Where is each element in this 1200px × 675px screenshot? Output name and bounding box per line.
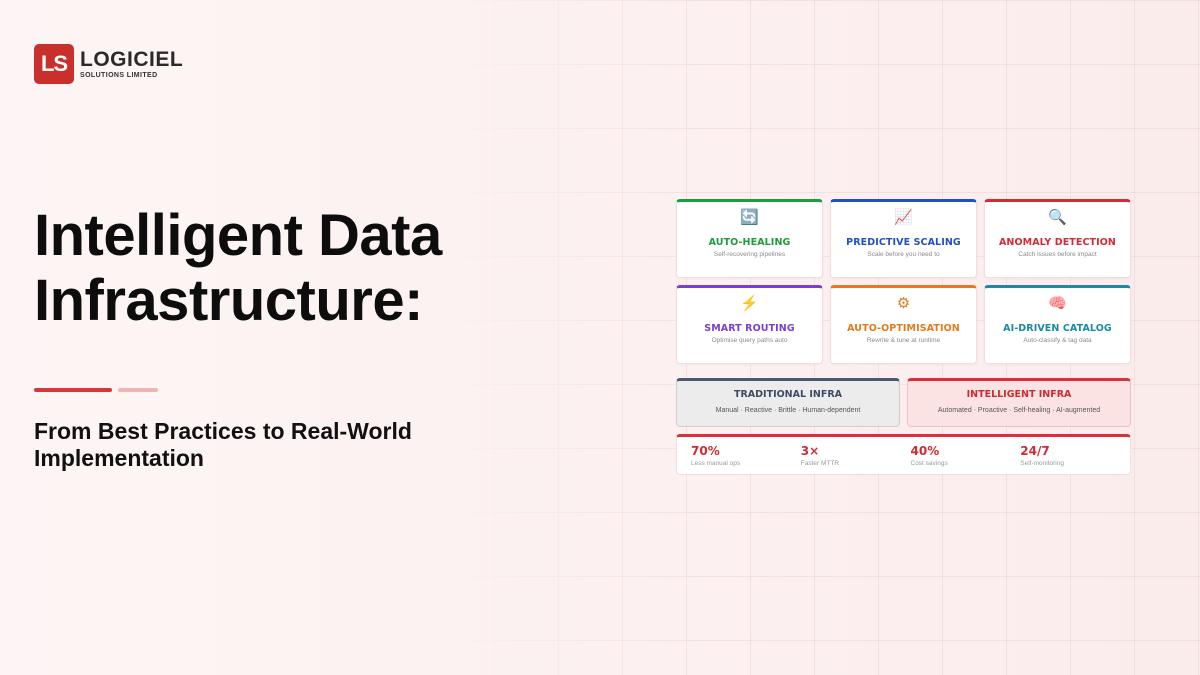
feature-desc: Scale before you need to xyxy=(867,251,940,258)
logo-mark: LS xyxy=(34,44,74,84)
divider-bar-secondary xyxy=(118,388,158,392)
stat-label: Faster MTTR xyxy=(800,460,840,467)
chart-up-icon: 📈 xyxy=(894,209,913,226)
feature-desc: Auto-classify & tag data xyxy=(1023,337,1092,344)
feature-card: 🔍 ANOMALY DETECTION Catch issues before … xyxy=(984,199,1131,278)
feature-title: AUTO-HEALING xyxy=(708,237,791,248)
stat-label: Cost savings xyxy=(910,460,948,467)
feature-card: 📈 PREDICTIVE SCALING Scale before you ne… xyxy=(830,199,977,278)
feature-title: AI-DRIVEN CATALOG xyxy=(1003,323,1112,334)
accent-divider xyxy=(34,388,158,392)
stat-label: Self-monitoring xyxy=(1020,460,1064,467)
stat-value: 24/7 xyxy=(1020,444,1050,458)
magnifier-icon: 🔍 xyxy=(1048,209,1067,226)
feature-title: PREDICTIVE SCALING xyxy=(846,237,961,248)
logo-text: LOGICIEL SOLUTIONS LIMITED xyxy=(80,49,183,79)
feature-title: AUTO-OPTIMISATION xyxy=(847,323,960,334)
lightning-icon: ⚡ xyxy=(740,295,759,312)
stat-item: 24/7 Self-monitoring xyxy=(1020,444,1130,474)
title-line-1: Intelligent Data xyxy=(34,203,442,268)
brand-subtitle: SOLUTIONS LIMITED xyxy=(80,72,158,79)
page-subtitle: From Best Practices to Real-World Implem… xyxy=(34,418,514,472)
stat-value: 70% xyxy=(691,444,720,458)
divider-bar-primary xyxy=(34,388,112,392)
feature-card: ⚡ SMART ROUTING Optimise query paths aut… xyxy=(676,285,823,364)
stat-item: 70% Less manual ops xyxy=(691,444,801,474)
infographic-panel: 🔄 AUTO-HEALING Self-recovering pipelines… xyxy=(676,199,1131,475)
stat-value: 40% xyxy=(910,444,940,458)
feature-desc: Self-recovering pipelines xyxy=(713,251,786,258)
feature-desc: Rewrite & tune at runtime xyxy=(866,337,941,344)
infra-comparison: TRADITIONAL INFRA Manual · Reactive · Br… xyxy=(676,378,1131,427)
feature-card: 🧠 AI-DRIVEN CATALOG Auto-classify & tag … xyxy=(984,285,1131,364)
stat-item: 3× Faster MTTR xyxy=(801,444,911,474)
traditional-infra-desc: Manual · Reactive · Brittle · Human-depe… xyxy=(715,407,861,414)
traditional-infra-title: TRADITIONAL INFRA xyxy=(734,389,842,400)
feature-desc: Catch issues before impact xyxy=(1018,251,1097,258)
brand-name: LOGICIEL xyxy=(80,48,184,71)
feature-desc: Optimise query paths auto xyxy=(711,337,788,344)
stats-bar: 70% Less manual ops 3× Faster MTTR 40% C… xyxy=(676,434,1131,475)
feature-title: SMART ROUTING xyxy=(704,323,795,334)
feature-title: ANOMALY DETECTION xyxy=(998,237,1116,248)
feature-card: 🔄 AUTO-HEALING Self-recovering pipelines xyxy=(676,199,823,278)
intelligent-infra-title: INTELLIGENT INFRA xyxy=(966,389,1072,400)
stat-item: 40% Cost savings xyxy=(911,444,1021,474)
page-title: Intelligent Data Infrastructure: xyxy=(34,203,554,334)
brain-icon: 🧠 xyxy=(1048,295,1067,312)
feature-card: ⚙ AUTO-OPTIMISATION Rewrite & tune at ru… xyxy=(830,285,977,364)
stat-value: 3× xyxy=(800,444,820,458)
gear-icon: ⚙ xyxy=(896,295,911,312)
title-line-2: Infrastructure: xyxy=(34,267,423,333)
traditional-infra-box: TRADITIONAL INFRA Manual · Reactive · Br… xyxy=(676,378,900,427)
subtitle-line-1: From Best Practices to Real-World xyxy=(34,418,412,444)
intelligent-infra-desc: Automated · Proactive · Self-healing · A… xyxy=(937,407,1101,414)
feature-cards: 🔄 AUTO-HEALING Self-recovering pipelines… xyxy=(676,199,1131,364)
stat-label: Less manual ops xyxy=(691,460,741,467)
refresh-icon: 🔄 xyxy=(740,209,759,226)
subtitle-line-2: Implementation xyxy=(34,445,204,472)
brand-logo[interactable]: LS LOGICIEL SOLUTIONS LIMITED xyxy=(34,44,183,84)
intelligent-infra-box: INTELLIGENT INFRA Automated · Proactive … xyxy=(907,378,1131,427)
